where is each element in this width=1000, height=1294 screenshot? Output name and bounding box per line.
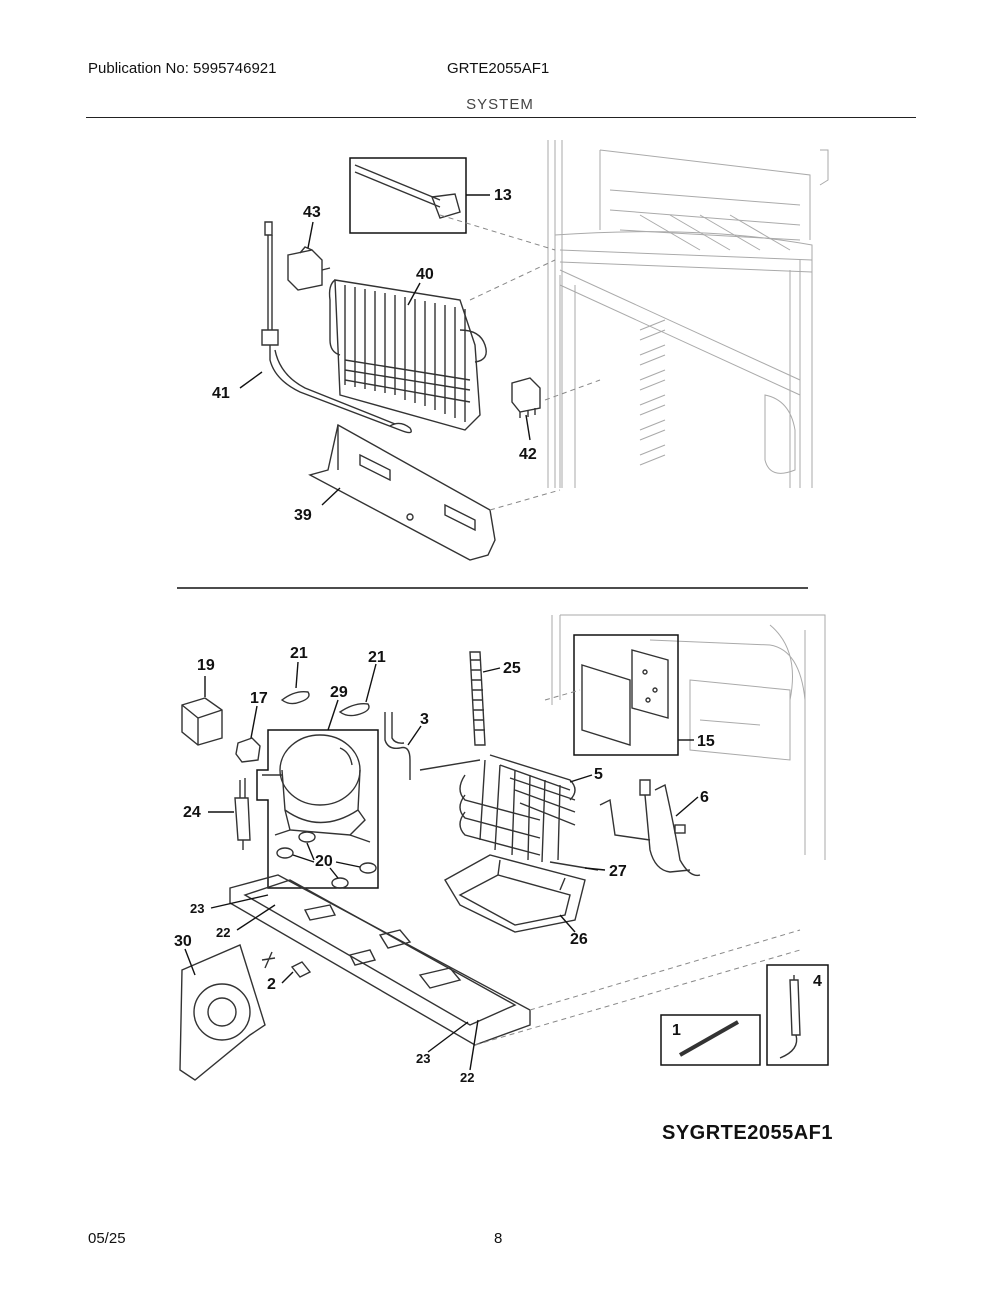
leader-dashes-bottom (474, 689, 801, 1046)
callout-22-upper: 22 (216, 925, 230, 940)
condenser-drawing (419, 754, 576, 863)
discharge-tube-drawing (384, 712, 411, 780)
wire-harness-drawing (599, 779, 701, 877)
cabinet-outline-top (547, 140, 829, 488)
callout-25: 25 (503, 660, 521, 677)
clip-drawing-a (280, 690, 310, 705)
compressor-drawing (262, 734, 371, 843)
model-number: GRTE2055AF1 (447, 60, 550, 77)
callout-21-left: 21 (290, 645, 308, 662)
section-title: SYSTEM (466, 96, 534, 113)
grommets-drawing (276, 831, 377, 889)
callout-24: 24 (183, 804, 201, 821)
callout-3: 3 (420, 711, 429, 728)
page-number: 8 (494, 1230, 503, 1247)
callout-43: 43 (303, 204, 321, 221)
callout-19: 19 (197, 657, 215, 674)
callout-30: 30 (174, 933, 192, 950)
fan-shroud-drawing (179, 944, 276, 1081)
leader-dashes-top (439, 214, 601, 511)
start-relay-drawing (181, 697, 223, 746)
publication-number: Publication No: 5995746921 (88, 60, 277, 77)
header-rule (86, 117, 916, 118)
callout-22-lower: 22 (460, 1070, 474, 1085)
control-board-drawing (581, 649, 669, 746)
inset-box-1 (660, 1014, 761, 1066)
callout-27: 27 (609, 863, 627, 880)
callout-17: 17 (250, 690, 268, 707)
inset-box-15 (573, 634, 679, 756)
callout-21-right: 21 (368, 649, 386, 666)
clip-drawing-b (338, 702, 370, 717)
callout-23-lower: 23 (416, 1051, 430, 1066)
filter-drier-drawing (779, 975, 801, 1059)
defrost-limiter-drawing (511, 377, 541, 418)
defrost-control-drawing (287, 246, 331, 291)
sensor-clip-drawing (354, 164, 461, 219)
callout-5: 5 (594, 766, 603, 783)
callout-1: 1 (672, 1022, 681, 1039)
callout-6: 6 (700, 789, 709, 806)
evaporator-drawing (328, 279, 487, 431)
drain-hose-drawing (469, 651, 486, 746)
diagram-code: SYGRTE2055AF1 (662, 1122, 834, 1144)
callout-13: 13 (494, 187, 512, 204)
suction-line-harness-drawing (261, 221, 412, 434)
bracket-drawing (290, 961, 312, 978)
callout-26: 26 (570, 931, 588, 948)
compressor-base-drawing (229, 874, 531, 1046)
evaporator-cover-drawing (308, 423, 496, 561)
callout-20: 20 (315, 853, 333, 870)
capacitor-drawing (234, 778, 251, 850)
callout-42: 42 (519, 446, 537, 463)
callout-29: 29 (330, 684, 348, 701)
drain-pan-drawing (444, 854, 586, 933)
callout-40: 40 (416, 266, 434, 283)
callout-15: 15 (697, 733, 715, 750)
callout-4: 4 (813, 973, 822, 990)
callout-41: 41 (212, 385, 230, 402)
cabinet-outline-bottom (551, 614, 826, 860)
callout-23-upper: 23 (190, 901, 204, 916)
publication-date: 05/25 (88, 1230, 126, 1247)
callout-2: 2 (267, 976, 276, 993)
compressor-box (256, 729, 379, 889)
inset-box-4 (766, 964, 829, 1066)
callout-39: 39 (294, 507, 312, 524)
overload-protector-drawing (235, 737, 261, 763)
tube-drawing (679, 1020, 739, 1057)
